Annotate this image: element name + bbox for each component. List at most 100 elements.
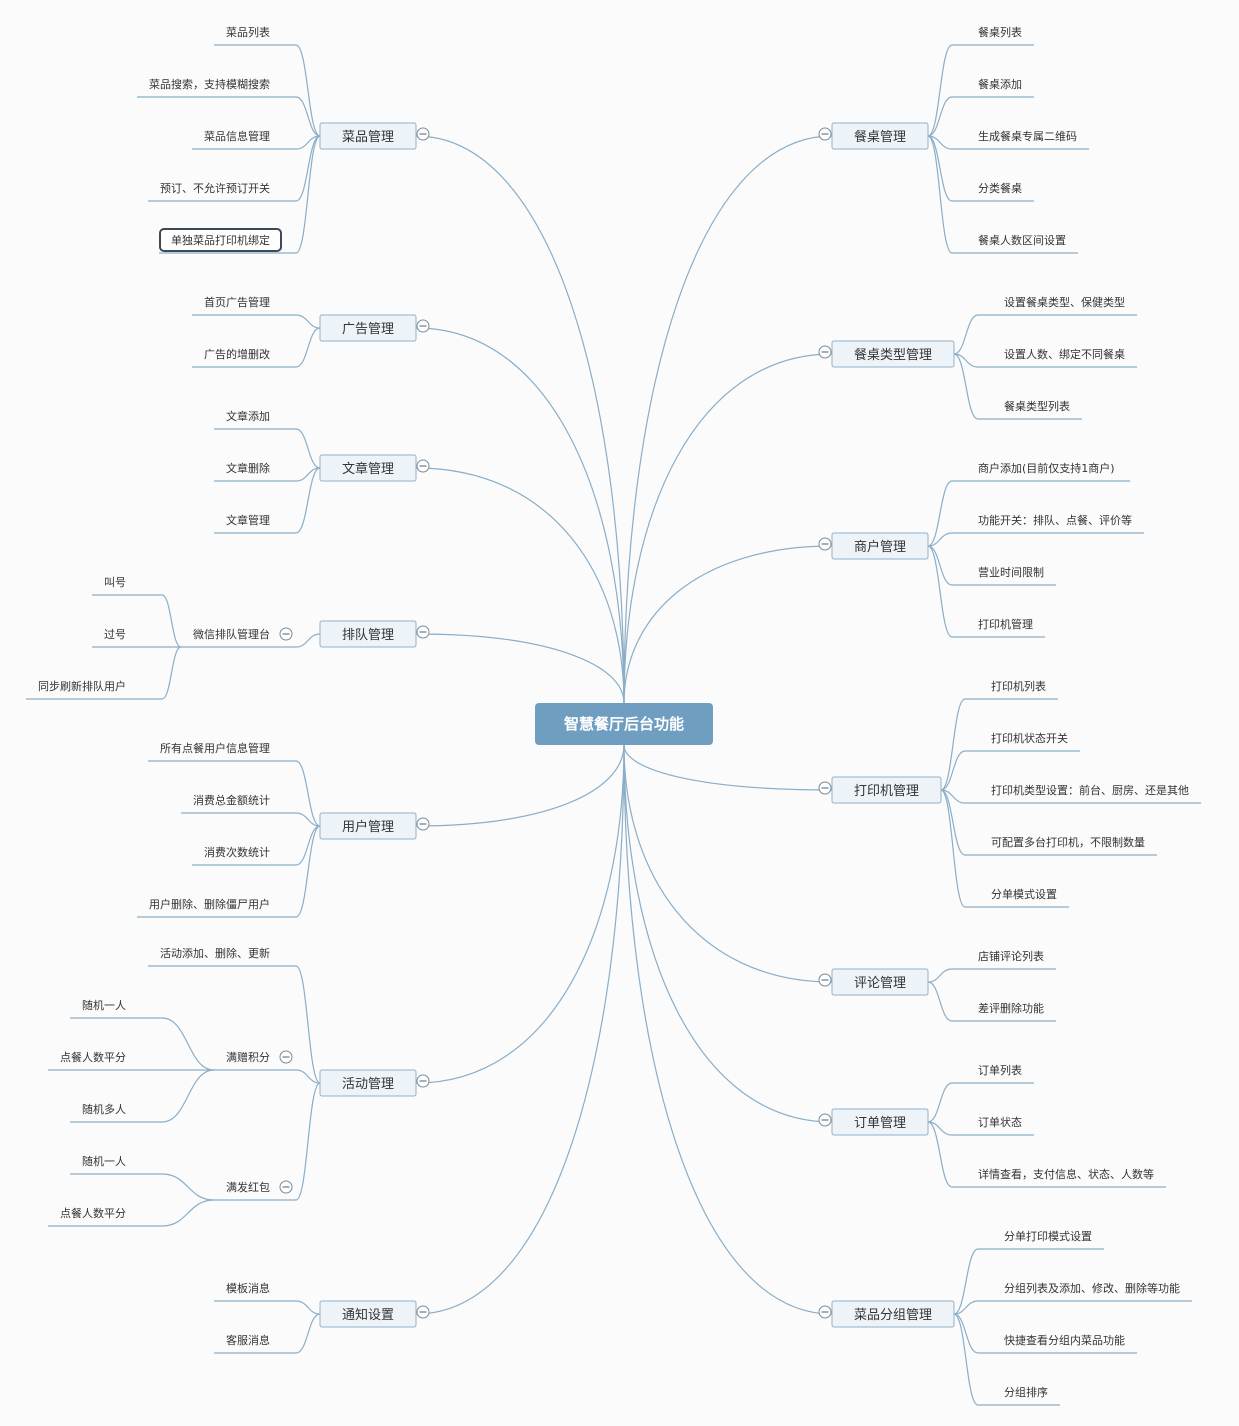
branch-leaf-item[interactable]: 过号 <box>92 628 162 648</box>
leaf-label: 叫号 <box>104 576 126 589</box>
collapse-toggle-icon[interactable] <box>818 781 832 795</box>
branch-leaf-item[interactable]: 预订、不允许预订开关 <box>148 181 296 202</box>
branch-leaf-item[interactable]: 详情查看，支付信息、状态、人数等 <box>952 1167 1166 1188</box>
branch-leaf-item[interactable]: 餐桌人数区间设置 <box>952 233 1078 254</box>
branch-leaf-item[interactable]: 同步刷新排队用户 <box>26 679 162 700</box>
branch-leaf-item[interactable]: 可配置多台打印机，不限制数量 <box>965 835 1157 856</box>
branch-leaf-item[interactable]: 随机多人 <box>70 1102 162 1123</box>
collapse-toggle-icon[interactable] <box>279 1180 293 1194</box>
branch-leaf-item[interactable]: 生成餐桌专属二维码 <box>952 129 1089 150</box>
main-topic[interactable]: 商户管理 <box>831 532 929 560</box>
main-topic[interactable]: 餐桌类型管理 <box>831 340 955 368</box>
branch-leaf-item[interactable]: 打印机列表 <box>965 679 1058 700</box>
main-topic[interactable]: 打印机管理 <box>831 776 942 804</box>
branch-leaf-item[interactable]: 所有点餐用户信息管理 <box>148 741 296 762</box>
connector-line <box>295 1313 321 1354</box>
collapse-toggle-icon[interactable] <box>818 537 832 551</box>
main-topic[interactable]: 评论管理 <box>831 968 929 996</box>
branch-leaf-item[interactable]: 店铺评论列表 <box>952 949 1056 970</box>
main-topic[interactable]: 文章管理 <box>319 454 417 482</box>
main-topic-box <box>319 454 417 482</box>
branch-leaf-item[interactable]: 分单模式设置 <box>965 888 1069 908</box>
collapse-toggle-icon[interactable] <box>416 625 430 639</box>
branch-leaf-item[interactable]: 菜品搜索，支持模糊搜索 <box>137 77 296 98</box>
root-topic-label: 智慧餐厅后台功能 <box>564 715 684 733</box>
main-topic[interactable]: 用户管理 <box>319 812 417 840</box>
selected-leaf-highlight <box>159 228 282 252</box>
leaf-label: 餐桌类型列表 <box>1004 399 1070 413</box>
branch-leaf-item[interactable]: 菜品信息管理 <box>192 129 296 150</box>
branch-leaf-item[interactable]: 打印机管理 <box>952 617 1045 638</box>
branch-leaf-item[interactable]: 叫号 <box>92 576 162 596</box>
branch-leaf-item[interactable]: 设置人数、绑定不同餐桌 <box>978 347 1137 368</box>
collapse-toggle-icon[interactable] <box>416 1305 430 1319</box>
branch-leaf-item[interactable]: 随机一人 <box>70 1154 162 1175</box>
root-branch-line <box>415 744 625 827</box>
branch-leaf-item[interactable]: 文章删除 <box>214 461 296 482</box>
branch-leaf-item[interactable]: 菜品列表 <box>214 25 296 46</box>
main-topic[interactable]: 排队管理 <box>319 620 417 648</box>
branch-leaf-item[interactable]: 消费总金额统计 <box>181 793 296 814</box>
main-topic[interactable]: 菜品管理 <box>319 122 417 150</box>
collapse-toggle-icon[interactable] <box>416 127 430 141</box>
branch-leaf-item[interactable]: 点餐人数平分 <box>48 1206 162 1227</box>
branch-leaf-item[interactable]: 订单状态 <box>952 1115 1034 1136</box>
branch-leaf-item[interactable]: 分类餐桌 <box>952 181 1034 202</box>
branch-leaf-item[interactable]: 功能开关：排队、点餐、评价等 <box>952 513 1144 534</box>
main-topic[interactable]: 餐桌管理 <box>831 122 929 150</box>
branch-leaf-item[interactable]: 餐桌列表 <box>952 25 1034 46</box>
root-branch-line <box>623 353 833 704</box>
main-topic[interactable]: 广告管理 <box>319 314 417 342</box>
collapse-toggle-icon[interactable] <box>818 1305 832 1319</box>
branch-leaf-item[interactable]: 消费次数统计 <box>192 845 296 866</box>
collapse-toggle-icon[interactable] <box>416 319 430 333</box>
main-topic[interactable]: 订单管理 <box>831 1108 929 1136</box>
branch-leaf-item[interactable]: 商户添加(目前仅支持1商户) <box>952 461 1131 482</box>
branch-leaf-item[interactable]: 餐桌添加 <box>952 77 1034 98</box>
main-topic-box <box>319 1300 417 1328</box>
branch-leaf-item[interactable]: 分组排序 <box>978 1385 1060 1406</box>
leaf-label: 餐桌添加 <box>978 77 1022 91</box>
branch-leaf-item[interactable]: 差评删除功能 <box>952 1001 1056 1022</box>
main-topic[interactable]: 通知设置 <box>319 1300 417 1328</box>
branch-leaf-item[interactable]: 订单列表 <box>952 1063 1034 1084</box>
branch-leaf-item[interactable]: 客服消息 <box>214 1333 296 1354</box>
main-topic[interactable]: 活动管理 <box>319 1069 417 1097</box>
branch-leaf-item[interactable]: 快捷查看分组内菜品功能 <box>978 1333 1137 1354</box>
sub-topic[interactable]: 满发红包 <box>214 1180 296 1201</box>
main-topic-label: 文章管理 <box>342 461 394 477</box>
main-topic-label: 通知设置 <box>342 1307 394 1323</box>
collapse-toggle-icon[interactable] <box>818 1113 832 1127</box>
collapse-toggle-icon[interactable] <box>279 627 293 641</box>
branch-leaf-item[interactable]: 用户删除、删除僵尸用户 <box>137 897 296 918</box>
branch-leaf-item[interactable]: 点餐人数平分 <box>48 1050 162 1071</box>
collapse-toggle-icon[interactable] <box>279 1050 293 1064</box>
branch-leaf-item[interactable]: 模板消息 <box>214 1281 296 1302</box>
branch-leaf-item[interactable]: 分组列表及添加、修改、删除等功能 <box>978 1281 1192 1302</box>
branch-leaf-item[interactable]: 文章添加 <box>214 409 296 430</box>
main-topic[interactable]: 菜品分组管理 <box>831 1300 955 1328</box>
branch-leaf-item[interactable]: 活动添加、删除、更新 <box>148 946 296 967</box>
branch-leaf-item[interactable]: 打印机状态开关 <box>965 731 1080 752</box>
branch-leaf-item[interactable]: 单独菜品打印机绑定 <box>159 228 296 254</box>
sub-topic[interactable]: 满赠积分 <box>214 1050 296 1071</box>
collapse-toggle-icon[interactable] <box>416 1074 430 1088</box>
collapse-toggle-icon[interactable] <box>818 127 832 141</box>
collapse-toggle-icon[interactable] <box>416 817 430 831</box>
branch-leaf-item[interactable]: 打印机类型设置：前台、厨房、还是其他 <box>965 783 1201 804</box>
branch-leaf-item[interactable]: 营业时间限制 <box>952 565 1056 586</box>
root-topic[interactable]: 智慧餐厅后台功能 <box>535 703 713 745</box>
branch-leaf-item[interactable]: 广告的增删改 <box>192 347 296 368</box>
leaf-label: 点餐人数平分 <box>60 1050 126 1064</box>
branch-leaf-item[interactable]: 首页广告管理 <box>192 295 296 316</box>
branch-leaf-item[interactable]: 文章管理 <box>214 513 296 534</box>
sub-topic[interactable]: 微信排队管理台 <box>181 627 296 648</box>
branch-leaf-item[interactable]: 分单打印模式设置 <box>978 1229 1104 1250</box>
collapse-toggle-icon[interactable] <box>818 345 832 359</box>
branch-leaf-item[interactable]: 设置餐桌类型、保健类型 <box>978 295 1137 316</box>
collapse-toggle-icon[interactable] <box>416 459 430 473</box>
branch-leaf-item[interactable]: 随机一人 <box>70 998 162 1019</box>
connector-line <box>295 633 321 648</box>
collapse-toggle-icon[interactable] <box>818 973 832 987</box>
branch-leaf-item[interactable]: 餐桌类型列表 <box>978 399 1082 420</box>
